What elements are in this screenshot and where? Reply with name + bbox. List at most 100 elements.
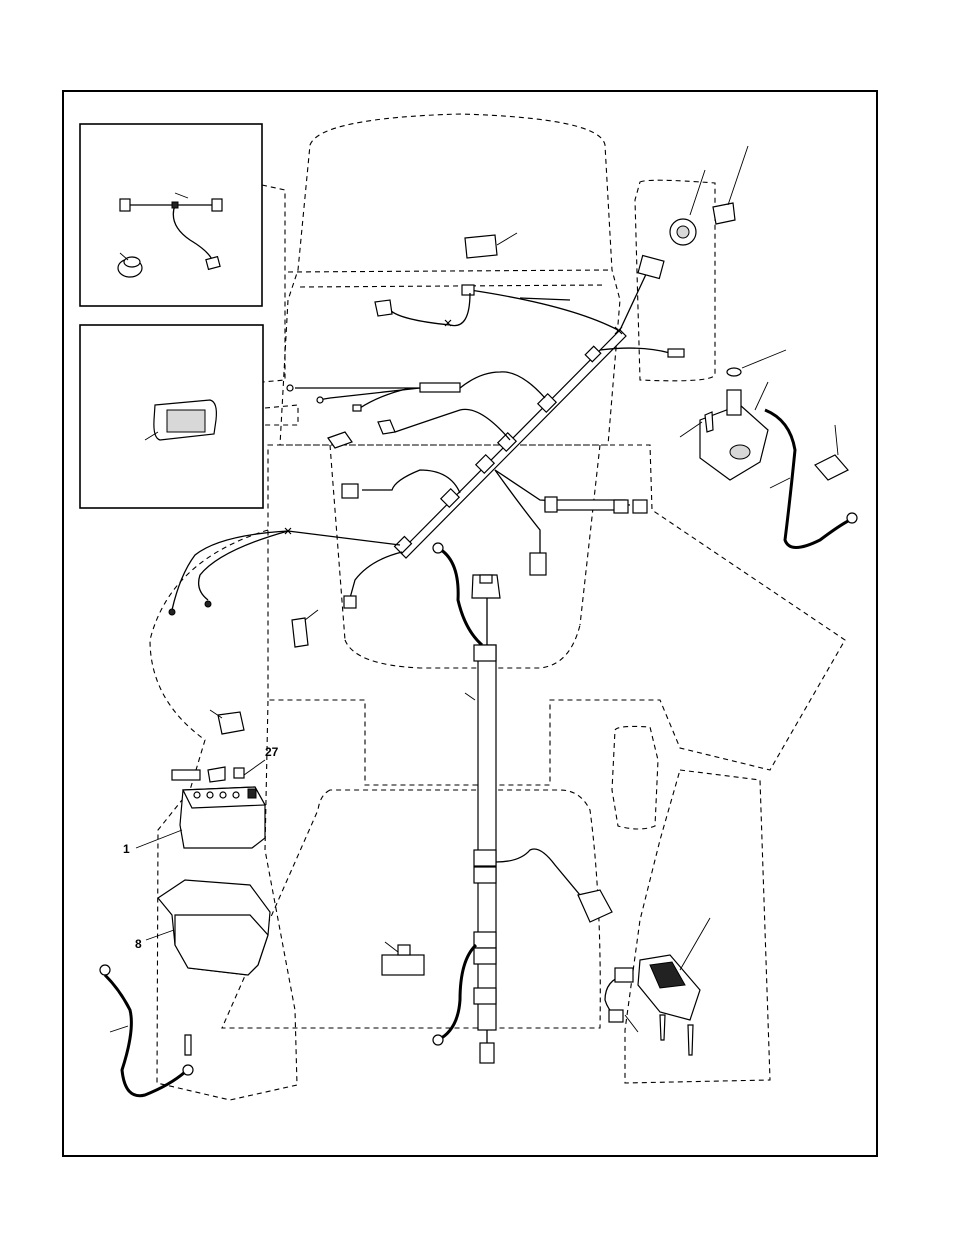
battery-cap-3 — [220, 792, 226, 798]
leader-relay — [305, 610, 318, 620]
battery-cap-2 — [207, 792, 213, 798]
leader-diode — [210, 710, 222, 718]
leader-seat-switch — [385, 942, 398, 952]
inset-connector-right — [212, 199, 222, 211]
relay — [292, 618, 308, 647]
wire-to-reverse — [496, 849, 580, 895]
ground-ring-rear — [433, 1035, 443, 1045]
solenoid-hole — [730, 445, 750, 459]
spade-terminal — [353, 405, 361, 411]
leader-solenoid — [755, 382, 768, 410]
ignition-switch-center — [677, 226, 689, 238]
fuse-connector — [378, 420, 395, 434]
leader-1 — [136, 830, 182, 848]
wire-to-fuse — [395, 409, 510, 440]
console-line — [345, 625, 580, 668]
battery-nut — [234, 768, 244, 778]
rear-sleeve-low-1 — [474, 932, 496, 948]
ignition-connector — [638, 255, 664, 278]
seat-switch-plunger — [398, 945, 410, 955]
wire-to-headlights — [470, 290, 618, 330]
fuse — [328, 432, 352, 448]
negative-cable-group — [100, 965, 193, 1096]
ground-bolt — [185, 1035, 191, 1055]
leader-screw — [625, 1015, 638, 1032]
ground-ring — [433, 543, 443, 553]
left-parts — [210, 610, 318, 734]
battery-ring-1 — [169, 609, 175, 615]
starter-ring — [847, 513, 857, 523]
solenoid-nut — [727, 368, 741, 376]
wire-to-ignition — [620, 270, 648, 330]
rear-sleeve-3 — [633, 500, 647, 513]
solenoid-body — [727, 390, 741, 415]
terminal-boot — [815, 455, 848, 480]
inset-box-1 — [80, 124, 262, 306]
rear-end-connector — [480, 1043, 494, 1063]
leader-key — [728, 146, 748, 205]
inset-headlight-harness — [80, 124, 262, 306]
negative-ring-top — [100, 965, 110, 975]
wire-tube-left — [420, 383, 460, 392]
rear-sleeve-2 — [614, 500, 628, 513]
wire-to-solenoid — [350, 552, 402, 598]
inset-splice — [172, 202, 178, 208]
inset-hour-meter — [80, 325, 263, 508]
battery-bolt — [172, 770, 200, 780]
leader-bolt — [680, 422, 702, 437]
clutch-switch-top — [480, 575, 492, 583]
rear-sleeve-top — [474, 645, 496, 661]
hood-outline — [280, 114, 620, 445]
solenoid-connector — [344, 596, 356, 608]
battery-group: 27 1 — [123, 745, 279, 856]
module-connector-2 — [609, 1010, 623, 1022]
battery-cap-4 — [233, 792, 239, 798]
light-switch — [465, 235, 497, 258]
wire-to-left-light — [390, 293, 470, 326]
wire-to-battery-2 — [199, 531, 288, 600]
negative-cable — [105, 975, 185, 1096]
leader-27 — [244, 760, 265, 775]
callout-8: 8 — [135, 937, 142, 951]
leader-light-switch — [497, 233, 517, 245]
rear-harness-tube — [478, 645, 496, 1030]
leader-neg-cable — [110, 1026, 128, 1032]
leader-rear-harness — [465, 693, 475, 700]
module-screw-1 — [660, 1015, 665, 1040]
battery-clamp — [208, 767, 225, 782]
console-right — [580, 445, 600, 625]
callout-27: 27 — [265, 745, 279, 759]
hour-meter-display — [167, 410, 205, 432]
rear-sleeve-bottom — [474, 988, 496, 1004]
hood-line-2 — [300, 285, 605, 287]
leader-module — [680, 918, 710, 970]
rear-sleeve-mid-2 — [474, 867, 496, 883]
seat-switch-base — [382, 955, 424, 975]
reverse-switch — [578, 890, 612, 922]
leader-starter-cable — [770, 478, 790, 488]
left-light-connector — [375, 300, 392, 316]
battery-cap-1 — [194, 792, 200, 798]
battery-ring-2 — [205, 601, 211, 607]
inset-connector-left — [120, 199, 130, 211]
rear-sleeve-mid-1 — [474, 850, 496, 866]
wire-to-seat — [495, 470, 540, 555]
hood-line — [288, 270, 612, 272]
ground-cable-rear — [438, 945, 476, 1040]
right-wheel-outline — [625, 770, 770, 1083]
starter-cable — [765, 410, 850, 548]
wire-tube-small — [520, 298, 570, 300]
battery-box-front — [175, 915, 268, 975]
ring-terminal-a — [287, 385, 293, 391]
battery-box-group: 8 — [135, 880, 270, 975]
seat-deck-outline — [222, 790, 600, 1028]
module-screw-2 — [688, 1025, 693, 1055]
leader-nut — [742, 350, 786, 368]
solenoid-bolt — [705, 412, 713, 432]
rear-sleeve-1 — [545, 497, 557, 512]
ignition-key — [713, 203, 735, 224]
console-left — [330, 445, 345, 640]
rear-right-group — [605, 918, 710, 1055]
ring-terminal-b — [317, 397, 323, 403]
left-fender-outline — [262, 185, 285, 382]
